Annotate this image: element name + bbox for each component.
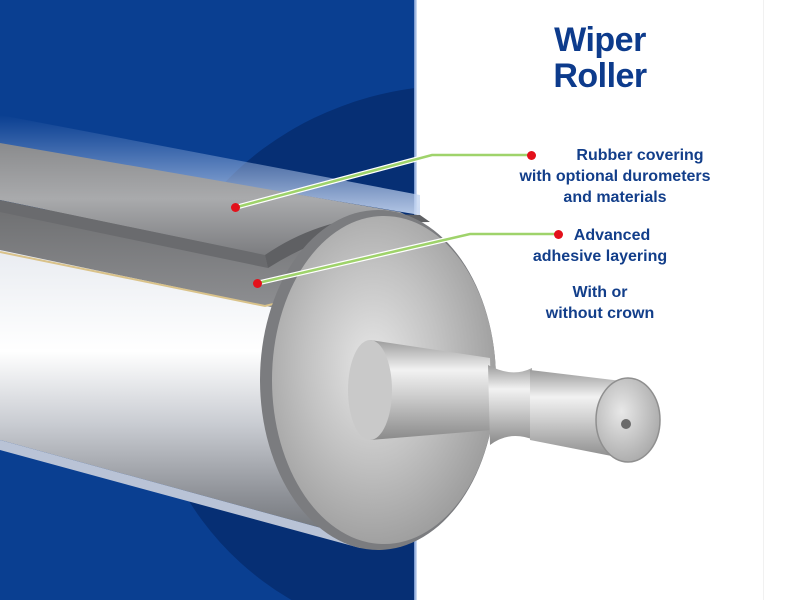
callout-1-line-2: with optional durometers bbox=[519, 168, 711, 185]
crown-note: With or without crown bbox=[500, 282, 700, 324]
note-line-2: without crown bbox=[545, 305, 655, 322]
callout-2-line-2: adhesive layering bbox=[532, 248, 668, 265]
rubber-covering-edge bbox=[0, 200, 268, 268]
leader-line-1 bbox=[236, 153, 532, 209]
adhesive-layer-marker-dot bbox=[253, 279, 262, 288]
rubber-covering-label-dot bbox=[527, 151, 536, 160]
title-line-2: Roller bbox=[553, 57, 647, 95]
title-line-1: Wiper bbox=[554, 21, 646, 59]
callout-adhesive-layering: Advanced adhesive layering bbox=[500, 225, 700, 267]
leader-line-2 bbox=[257, 232, 560, 285]
rubber-covering bbox=[0, 143, 420, 255]
callout-2-line-1: Advanced bbox=[573, 227, 651, 244]
roller-bottom-edge bbox=[0, 440, 365, 548]
shaft-neck bbox=[488, 365, 534, 445]
adhesive-layer-label-dot bbox=[554, 230, 563, 239]
callout-1-line-1: Rubber covering bbox=[576, 147, 704, 164]
shaft-main bbox=[370, 340, 492, 440]
diagram-title: Wiper Roller bbox=[520, 22, 680, 94]
callout-1-line-3: and materials bbox=[563, 189, 667, 206]
rubber-covering-marker-dot bbox=[231, 203, 240, 212]
top-glow bbox=[0, 115, 420, 215]
callout-rubber-covering: Rubber covering with optional durometers… bbox=[490, 145, 740, 208]
shaft-center-hole bbox=[621, 419, 631, 429]
shaft-base bbox=[348, 340, 392, 440]
right-divider bbox=[763, 0, 764, 600]
note-line-1: With or bbox=[572, 284, 628, 301]
